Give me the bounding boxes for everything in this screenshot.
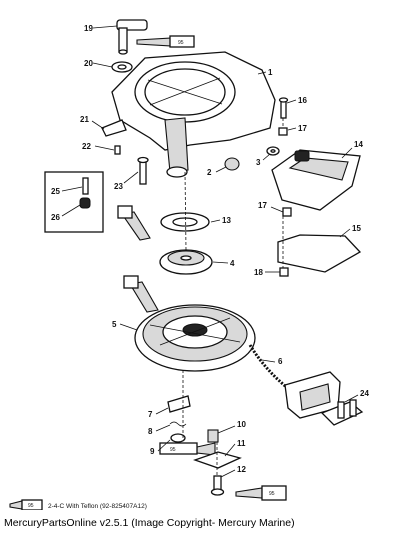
- part-4-drive-plate: [159, 249, 213, 275]
- part-6-rope: [248, 344, 291, 392]
- legend-code: 95: [28, 503, 34, 509]
- part-11-plate: [193, 451, 242, 469]
- part-7-pawl: [167, 395, 191, 413]
- part-12-bolt: [210, 475, 225, 496]
- grease-tube-9: 95: [159, 442, 216, 456]
- part-17-nut-upper: [278, 127, 288, 136]
- callout-20: 20: [84, 59, 93, 68]
- tube-code-label: 95: [178, 40, 184, 46]
- callout-10: 10: [237, 420, 246, 429]
- callout-9: 9: [150, 447, 155, 456]
- callout-11: 11: [237, 439, 246, 448]
- callout-3: 3: [256, 158, 261, 167]
- part-2-bushing: [224, 157, 240, 171]
- callout-5: 5: [112, 320, 117, 329]
- callout-21: 21: [80, 115, 89, 124]
- callout-14: 14: [354, 140, 363, 149]
- part-9-retainer: [170, 433, 186, 443]
- part-10-spring: [207, 429, 219, 443]
- part-19-lever: [116, 19, 148, 55]
- callout-7: 7: [148, 410, 153, 419]
- grease-tube-13: [117, 205, 151, 241]
- callout-4: 4: [230, 259, 235, 268]
- part-13-washer: [160, 212, 210, 232]
- legend-text: 2-4-C With Teflon (92-825407A12): [48, 503, 147, 510]
- lubricant-legend: 95 2-4-C With Teflon (92-825407A12): [9, 499, 147, 510]
- callout-1: 1: [268, 68, 273, 77]
- callout-24: 24: [360, 389, 369, 398]
- callout-17-lower: 17: [258, 201, 267, 210]
- callout-15: 15: [352, 224, 361, 233]
- part-16-screw: [278, 97, 289, 119]
- part-17-nut-lower: [282, 207, 292, 217]
- part-21-clip: [101, 119, 127, 137]
- part-15-plate: [277, 234, 362, 273]
- grease-tube-5: [123, 275, 159, 313]
- callout-25: 25: [51, 187, 60, 196]
- part-23-bolt: [137, 156, 149, 185]
- part-14-cover: [271, 149, 361, 211]
- assembly-center-lines: [182, 118, 284, 476]
- part-5-pulley: [134, 304, 256, 372]
- callout-23: 23: [114, 182, 123, 191]
- callout-8: 8: [148, 427, 153, 436]
- callout-22: 22: [82, 142, 91, 151]
- callout-2: 2: [207, 168, 212, 177]
- part-8-spring: [169, 421, 187, 427]
- tube-code-label: 95: [269, 491, 275, 497]
- part-20-washer: [111, 61, 133, 73]
- inset-box-25-26: [44, 171, 104, 233]
- exploded-parts-diagram: 95: [9, 19, 369, 510]
- part-18-nut: [279, 267, 289, 277]
- part-24-insert: [320, 399, 364, 426]
- callout-13: 13: [222, 216, 231, 225]
- grease-tube-12: 95: [235, 485, 287, 501]
- callout-numbers: 19 20 1 16 17 3 2 14 21 22 23 25 26 17 1…: [51, 24, 369, 474]
- grease-tube-19: 95: [136, 35, 195, 48]
- copyright-footer: MercuryPartsOnline v2.5.1 (Image Copyrig…: [4, 517, 295, 529]
- callout-6: 6: [278, 357, 283, 366]
- callout-26: 26: [51, 213, 60, 222]
- callout-16: 16: [298, 96, 307, 105]
- part-22-screw: [114, 145, 121, 155]
- part-3-washer: [266, 146, 280, 156]
- callout-18: 18: [254, 268, 263, 277]
- leader-lines: [61, 25, 359, 478]
- callout-12: 12: [237, 465, 246, 474]
- part-1-starter-housing: [111, 51, 276, 178]
- callout-19: 19: [84, 24, 93, 33]
- callout-17-upper: 17: [298, 124, 307, 133]
- tube-code-label: 95: [170, 447, 176, 453]
